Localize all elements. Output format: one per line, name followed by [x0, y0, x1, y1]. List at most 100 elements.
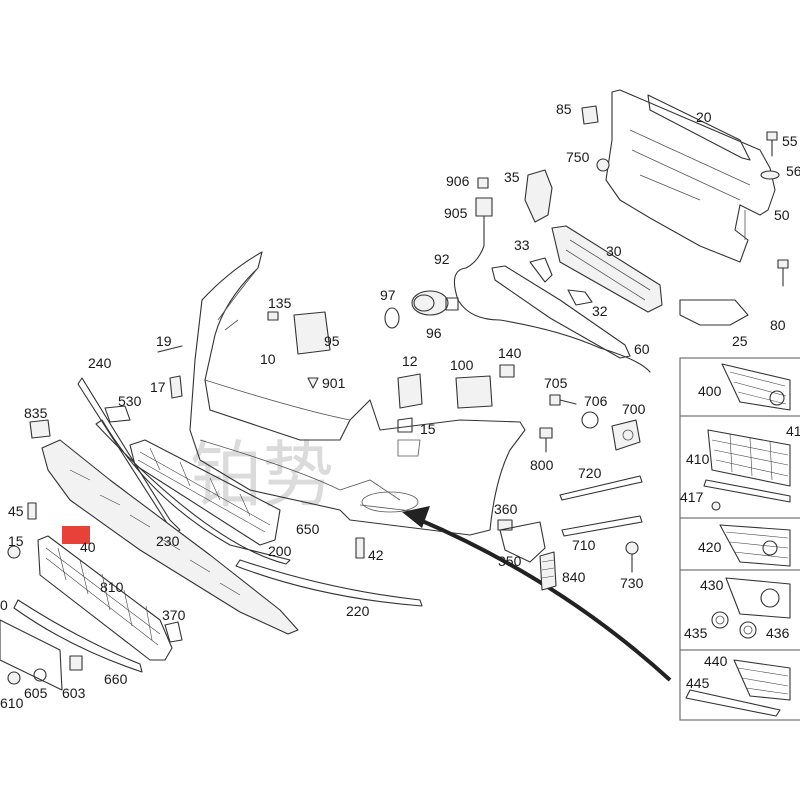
bracket-350 [499, 521, 546, 563]
clip-835 [29, 419, 51, 439]
label-42: 42 [368, 547, 384, 563]
label-220: 220 [346, 603, 370, 619]
cover-370 [164, 621, 183, 643]
connector-140 [499, 364, 515, 378]
label-906: 906 [446, 173, 470, 189]
label-417: 417 [680, 489, 704, 505]
variant-panels [679, 357, 800, 721]
bracket-15 [397, 417, 413, 433]
label-33: 33 [514, 237, 530, 253]
bolt-55 [766, 131, 778, 157]
clip-32 [567, 289, 593, 306]
part-40-highlight [62, 526, 90, 544]
spoiler-230 [41, 439, 299, 635]
clip-42 [355, 537, 365, 559]
label-140: 140 [498, 345, 522, 361]
bumper-carrier-20 [605, 89, 776, 263]
frame-430 [725, 577, 791, 619]
screw-15b [7, 545, 21, 559]
clip-19 [157, 345, 183, 353]
label-85: 85 [556, 101, 572, 117]
grille-400 [721, 363, 791, 411]
strip-445 [685, 689, 781, 717]
bracket-100 [455, 375, 493, 409]
label-95: 95 [324, 333, 340, 349]
strip-220 [235, 559, 423, 607]
control-unit-95 [293, 311, 331, 355]
washer-605 [33, 668, 47, 682]
lower-grille-810 [37, 535, 173, 661]
label-710: 710 [572, 537, 596, 553]
label-660: 660 [104, 671, 128, 687]
grille-410 [707, 429, 791, 487]
label-835: 835 [24, 405, 48, 421]
label-706: 706 [584, 393, 608, 409]
label-800: 800 [530, 457, 554, 473]
clip-901 [307, 377, 319, 389]
label-730: 730 [620, 575, 644, 591]
ring-97 [384, 307, 400, 329]
cover-840 [539, 551, 557, 591]
bracket-700 [611, 419, 641, 451]
clip-603 [69, 655, 83, 671]
label-50: 50 [774, 207, 790, 223]
label-436: 436 [766, 625, 790, 641]
ring-436 [739, 621, 757, 639]
part-labels: 20 85 55 750 56 906 35 905 50 33 30 92 9… [0, 101, 800, 711]
clip-360 [497, 519, 513, 531]
label-56: 56 [786, 163, 800, 179]
bolt-80 [777, 259, 789, 287]
ring-435 [711, 611, 729, 629]
grille-650 [129, 439, 281, 546]
label-135: 135 [268, 295, 292, 311]
label-230: 230 [156, 533, 180, 549]
label-810: 810 [100, 579, 124, 595]
strip-530 [104, 405, 131, 423]
nut-56 [760, 170, 780, 180]
label-240: 240 [88, 355, 112, 371]
label-100: 100 [450, 357, 474, 373]
pointer-arrow [402, 506, 672, 682]
label-445: 445 [686, 675, 710, 691]
label-720: 720 [578, 465, 602, 481]
label-200: 200 [268, 543, 292, 559]
label-97: 97 [380, 287, 396, 303]
strip-60 [491, 265, 631, 359]
clip-85 [581, 105, 599, 125]
label-400: 400 [698, 383, 722, 399]
label-410: 410 [686, 451, 710, 467]
label-92: 92 [434, 251, 450, 267]
bolt-800 [539, 427, 553, 453]
label-35: 35 [504, 169, 520, 185]
label-370: 370 [162, 607, 186, 623]
label-55: 55 [782, 133, 798, 149]
bumper-cover-10 [189, 251, 526, 536]
grommet-750 [596, 158, 610, 172]
label-420: 420 [698, 539, 722, 555]
label-60: 60 [634, 341, 650, 357]
label-0: 0 [0, 597, 8, 613]
label-10: 10 [260, 351, 276, 367]
crash-box-25 [679, 299, 749, 326]
plate-holder-0 [0, 619, 63, 691]
screw-135 [267, 311, 279, 321]
label-32: 32 [592, 303, 608, 319]
label-435: 435 [684, 625, 708, 641]
label-96: 96 [426, 325, 442, 341]
wiring-harness-92 [453, 267, 651, 373]
label-15: 15 [420, 421, 436, 437]
label-603: 603 [62, 685, 86, 701]
label-350: 350 [498, 553, 522, 569]
strip-710 [561, 515, 643, 537]
label-650: 650 [296, 521, 320, 537]
grille-440 [733, 659, 791, 701]
label-30: 30 [606, 243, 622, 259]
clip-33 [529, 257, 553, 283]
label-905: 905 [444, 205, 468, 221]
washer-706 [581, 411, 599, 429]
strip-720 [559, 475, 643, 501]
label-530: 530 [118, 393, 142, 409]
label-430: 430 [700, 577, 724, 593]
bracket-12 [397, 373, 423, 409]
